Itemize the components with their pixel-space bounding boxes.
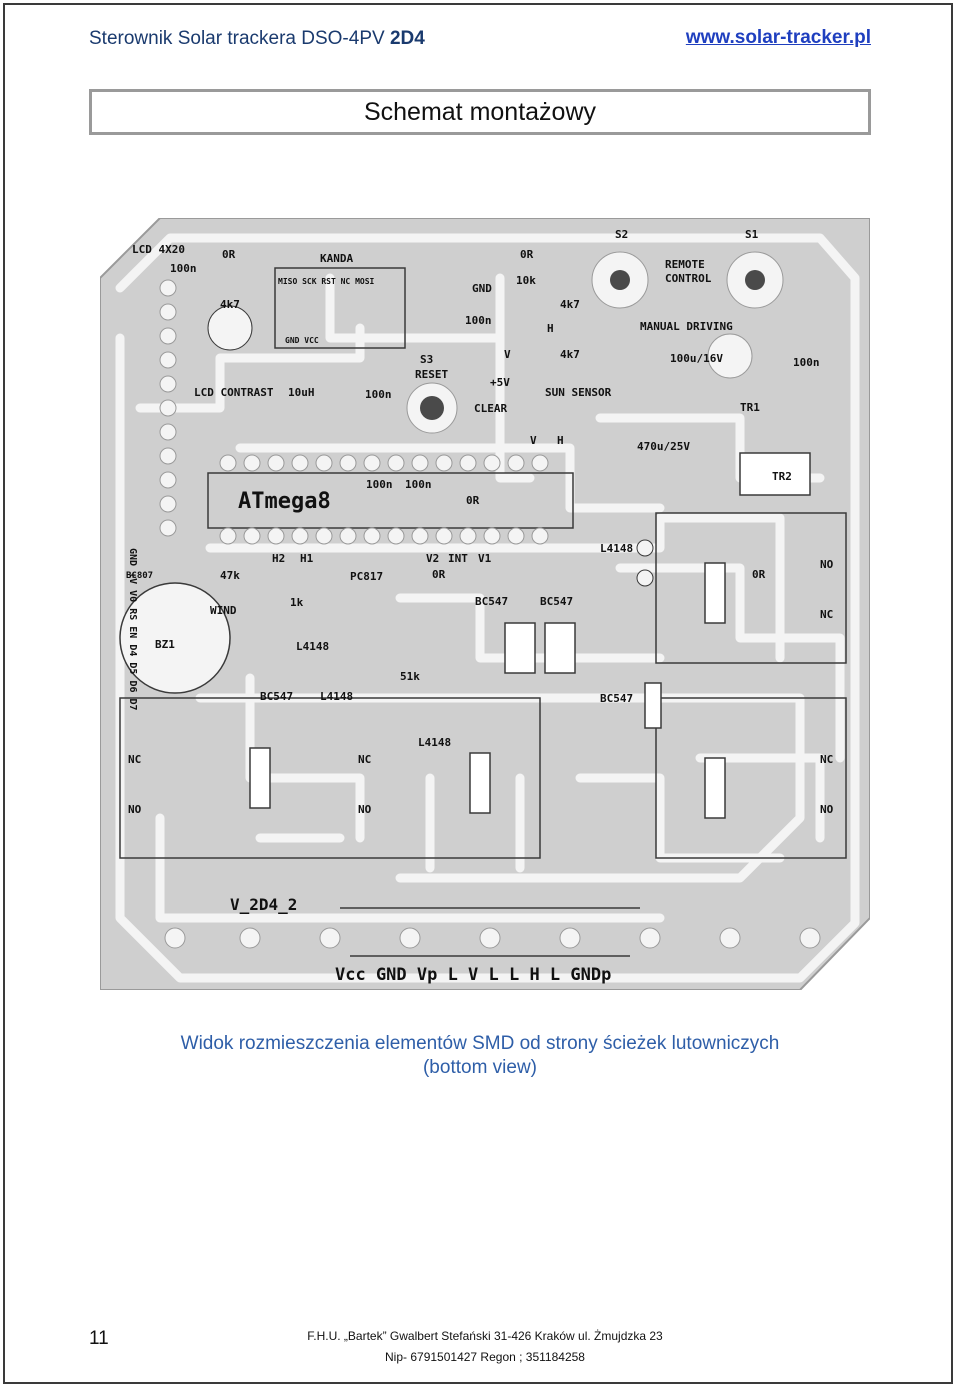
pcb-label-c100n-b: 100n xyxy=(465,314,492,327)
pcb-label-c100n-c: 100n xyxy=(793,356,820,369)
pcb-label-0r-top: 0R xyxy=(520,248,534,261)
pcb-label-clear: CLEAR xyxy=(474,402,507,415)
pcb-assembly-diagram: LCD 4X20 100n 0R 4k7 KANDA MISO SCK RST … xyxy=(100,218,870,990)
pcb-label-1k: 1k xyxy=(290,596,304,609)
footer-tax-ids: Nip- 6791501427 Regon ; 351184258 xyxy=(385,1350,585,1364)
pcb-label-47k: 47k xyxy=(220,569,240,582)
pcb-label-s2: S2 xyxy=(615,228,628,241)
pcb-label-0r-c: 0R xyxy=(466,494,480,507)
pcb-label-control: CONTROL xyxy=(665,272,712,285)
pcb-label-v1: V1 xyxy=(478,552,492,565)
pcb-label-reset: RESET xyxy=(415,368,448,381)
pcb-label-0r-d: 0R xyxy=(752,568,766,581)
pcb-label-c100n-e: 100n xyxy=(366,478,393,491)
page-number: 11 xyxy=(89,1328,109,1349)
pcb-label-10k: 10k xyxy=(516,274,536,287)
header-title: Sterownik Solar trackera DSO-4PV 2D4 xyxy=(89,28,425,50)
pcb-label-wind: WIND xyxy=(210,604,237,617)
pcb-label-manual: MANUAL DRIVING xyxy=(640,320,733,333)
pcb-label-0r: 0R xyxy=(222,248,236,261)
pcb-label-c100n-f: 100n xyxy=(405,478,432,491)
pcb-label-c100u: 100u/16V xyxy=(670,352,723,365)
pcb-label-h: H xyxy=(547,322,554,335)
header-website-link[interactable]: www.solar-tracker.pl xyxy=(685,27,871,48)
pcb-label-kanda: KANDA xyxy=(320,252,353,265)
pcb-label-v: V xyxy=(504,348,511,361)
header-title-model: 2D4 xyxy=(389,28,425,49)
caption-line-2: (bottom view) xyxy=(422,1057,538,1078)
footer-company: F.H.U. „Bartek” Gwalbert Stefański 31-42… xyxy=(307,1329,663,1343)
pcb-label-nc-b: NC xyxy=(820,753,833,766)
pcb-label-no-c: NO xyxy=(128,803,142,816)
pcb-label-c100n: 100n xyxy=(170,262,197,275)
pcb-label-v-b: V xyxy=(530,434,537,447)
pcb-label-lcd-pins: GND +V V0 RS EN D4 D5 D6 D7 xyxy=(127,548,138,711)
pcb-label-lcd-contrast: LCD CONTRAST xyxy=(194,386,274,399)
pcb-label-remote: REMOTE xyxy=(665,258,705,271)
pcb-label-bc547-c: BC547 xyxy=(260,690,293,703)
pcb-label-tr1: TR1 xyxy=(740,401,760,414)
pcb-label-isp-pins: MISO SCK RST NC MOSI xyxy=(278,277,375,286)
pcb-label-4k7: 4k7 xyxy=(220,298,240,311)
pcb-label-bc547: BC547 xyxy=(475,595,508,608)
page-frame xyxy=(3,3,953,1384)
pcb-label-l4148-b: L4148 xyxy=(296,640,329,653)
pcb-label-5v: +5V xyxy=(490,376,510,389)
pcb-label-l4148: L4148 xyxy=(600,542,633,555)
pcb-label-0r-e: 0R xyxy=(432,568,446,581)
pcb-label-tr2: TR2 xyxy=(772,470,792,483)
pcb-label-no-d: NO xyxy=(358,803,372,816)
pcb-label-4k7-c: 4k7 xyxy=(560,348,580,361)
pcb-label-lcd: LCD 4X20 xyxy=(132,243,185,256)
pcb-label-l4148-d: L4148 xyxy=(418,736,451,749)
pcb-label-no-b: NO xyxy=(820,803,834,816)
pcb-label-version: V_2D4_2 xyxy=(230,895,297,914)
pcb-label-bc807: BC807 xyxy=(126,571,153,581)
pcb-label-nc-d: NC xyxy=(358,753,371,766)
pcb-label-4k7-b: 4k7 xyxy=(560,298,580,311)
pcb-label-h-b: H xyxy=(557,434,564,447)
pcb-label-vcc-gnd: GND VCC xyxy=(285,336,319,345)
pcb-label-s1: S1 xyxy=(745,228,759,241)
section-title: Schemat montażowy xyxy=(363,97,597,126)
pcb-label-l4148-c: L4148 xyxy=(320,690,353,703)
pcb-label-gnd: GND xyxy=(472,282,492,295)
pcb-label-pc817: PC817 xyxy=(350,570,383,583)
pcb-label-terminals: Vcc GND Vp L V L L H L GNDp xyxy=(335,965,611,985)
section-title-box: Schemat montażowy xyxy=(89,89,871,135)
pcb-label-c100n-d: 100n xyxy=(365,388,392,401)
pcb-label-nc: NC xyxy=(820,608,833,621)
pcb-label-nc-c: NC xyxy=(128,753,141,766)
pcb-label-h1: H1 xyxy=(300,552,314,565)
pcb-label-51k: 51k xyxy=(400,670,420,683)
caption-line-1: Widok rozmieszczenia elementów SMD od st… xyxy=(180,1033,780,1054)
pcb-label-no: NO xyxy=(820,558,834,571)
pcb-label-sun: SUN SENSOR xyxy=(545,386,612,399)
pcb-label-int: INT xyxy=(448,552,468,565)
pcb-label-bc547-d: BC547 xyxy=(600,692,633,705)
pcb-label-atmega: ATmega8 xyxy=(238,489,331,514)
pcb-label-s3: S3 xyxy=(420,353,433,366)
pcb-label-h2: H2 xyxy=(272,552,285,565)
pcb-label-bz1: BZ1 xyxy=(155,638,175,651)
header-title-main: Sterownik Solar trackera DSO-4PV xyxy=(89,28,390,49)
pcb-label-c470u: 470u/25V xyxy=(637,440,690,453)
pcb-label-bc547-b: BC547 xyxy=(540,595,573,608)
pcb-label-v2: V2 xyxy=(426,552,439,565)
pcb-label-10uh: 10uH xyxy=(288,386,315,399)
